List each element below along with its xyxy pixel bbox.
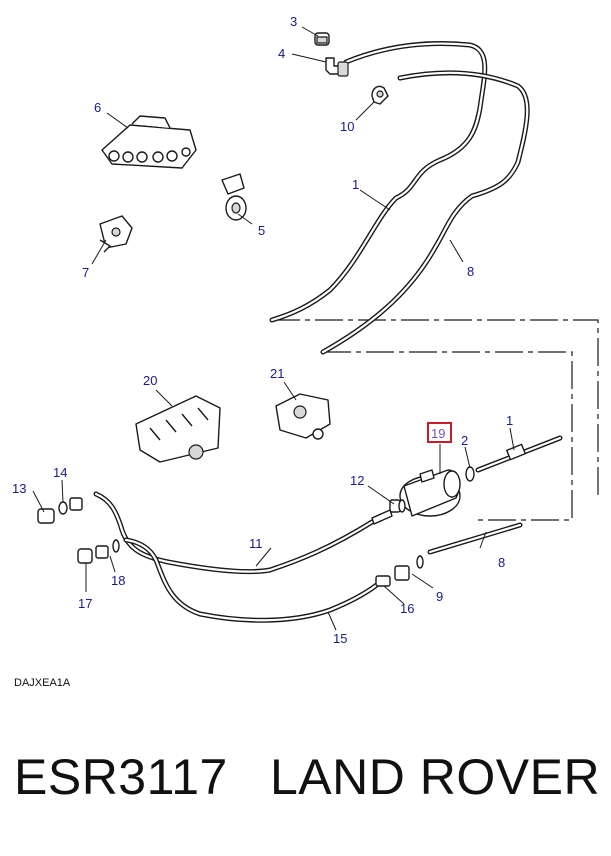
callout-6[interactable]: 6 <box>94 100 101 115</box>
part-14-o-ring[interactable] <box>58 497 83 515</box>
callout-19-highlighted[interactable]: 19 <box>431 426 445 441</box>
callout-5[interactable]: 5 <box>258 223 265 238</box>
fuel-pipe-1-lower[interactable] <box>475 435 563 473</box>
callout-18[interactable]: 18 <box>111 573 125 588</box>
callout-15[interactable]: 15 <box>333 631 347 646</box>
routing-dash-lines <box>272 319 599 521</box>
fuel-pipe-1[interactable] <box>269 41 488 323</box>
highlight-box-19 <box>427 422 452 443</box>
part-7-clip[interactable] <box>99 215 133 253</box>
part-9-adaptor[interactable] <box>394 555 424 581</box>
callout-21[interactable]: 21 <box>270 366 284 381</box>
fuel-system-parts-diagram: 3 4 10 6 1 5 7 8 20 21 19 2 1 12 13 14 1… <box>12 14 599 689</box>
callout-labels: 3 4 10 6 1 5 7 8 20 21 19 2 1 12 13 14 1… <box>12 14 513 646</box>
callout-3[interactable]: 3 <box>290 14 297 29</box>
part-21-clamp[interactable] <box>275 393 331 440</box>
callout-17[interactable]: 17 <box>78 596 92 611</box>
callout-8-lower[interactable]: 8 <box>498 555 505 570</box>
fuel-pipe-11[interactable] <box>93 491 375 575</box>
callout-4[interactable]: 4 <box>278 46 285 61</box>
part-12-union[interactable] <box>371 499 406 525</box>
callout-14[interactable]: 14 <box>53 465 67 480</box>
callout-20[interactable]: 20 <box>143 373 157 388</box>
brand-name: LAND ROVER <box>270 749 601 805</box>
part-20-pipe-bracket[interactable] <box>135 395 221 463</box>
footer: ESR3117 LAND ROVER <box>0 748 611 828</box>
callout-2[interactable]: 2 <box>461 433 468 448</box>
callout-1-lower[interactable]: 1 <box>506 413 513 428</box>
part-19-fuel-filter[interactable] <box>399 469 461 517</box>
fuel-pipe-15[interactable] <box>123 537 381 623</box>
part-4-elbow-connector[interactable] <box>325 57 349 77</box>
part-6-pipe-bracket[interactable] <box>101 115 197 169</box>
callout-10[interactable]: 10 <box>340 119 354 134</box>
part-16-nut[interactable] <box>375 575 391 587</box>
part-2-o-ring[interactable] <box>465 466 475 482</box>
callout-12[interactable]: 12 <box>350 473 364 488</box>
part-number: ESR3117 <box>14 749 228 805</box>
part-17-cap[interactable] <box>77 548 93 564</box>
leader-lines <box>32 26 515 631</box>
fuel-pipe-8-lower[interactable] <box>427 522 523 555</box>
callout-16[interactable]: 16 <box>400 601 414 616</box>
fuel-pipe-8[interactable] <box>320 70 530 355</box>
callout-8-upper[interactable]: 8 <box>467 264 474 279</box>
part-5-grommet-clip[interactable] <box>221 173 247 221</box>
callout-11[interactable]: 11 <box>249 536 263 551</box>
drawing-code: DAJXEA1A <box>14 677 71 689</box>
part-10-clip[interactable] <box>371 85 389 105</box>
callout-1-upper[interactable]: 1 <box>352 177 359 192</box>
part-18-nut[interactable] <box>95 539 120 559</box>
callout-7[interactable]: 7 <box>82 265 89 280</box>
part-13-cap[interactable] <box>37 508 55 524</box>
part-3-cap[interactable] <box>314 32 330 46</box>
callout-9[interactable]: 9 <box>436 589 443 604</box>
callout-13[interactable]: 13 <box>12 481 26 496</box>
